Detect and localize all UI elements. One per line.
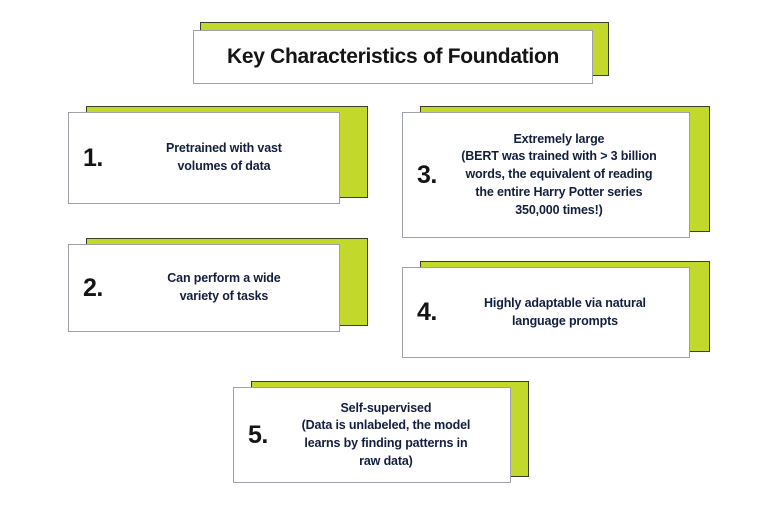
card-4-number: 4.	[417, 298, 437, 326]
card-3-panel: 3. Extremely large (BERT was trained wit…	[402, 112, 690, 238]
characteristic-card-4: 4. Highly adaptable via natural language…	[402, 261, 710, 359]
characteristic-card-5: 5. Self-supervised (Data is unlabeled, t…	[233, 381, 529, 484]
card-1-number: 1.	[83, 143, 103, 172]
characteristic-card-3: 3. Extremely large (BERT was trained wit…	[402, 106, 710, 239]
card-5-text: Self-supervised (Data is unlabeled, the …	[301, 400, 471, 468]
card-4-text: Highly adaptable via natural language pr…	[484, 295, 646, 328]
card-2-text: Can perform a wide variety of tasks	[167, 271, 281, 303]
card-3-number: 3.	[417, 160, 437, 189]
card-3-text: Extremely large (BERT was trained with >…	[461, 131, 657, 217]
card-1-text: Pretrained with vast volumes of data	[166, 141, 282, 173]
page-title: Key Characteristics of Foundation	[227, 45, 559, 68]
card-2-number: 2.	[83, 273, 103, 302]
card-1-panel: 1. Pretrained with vast volumes of data	[68, 112, 340, 204]
card-5-number: 5.	[248, 420, 268, 449]
card-2-panel: 2. Can perform a wide variety of tasks	[68, 244, 340, 332]
characteristic-card-1: 1. Pretrained with vast volumes of data	[68, 106, 368, 204]
title-card-panel: Key Characteristics of Foundation	[193, 30, 593, 84]
title-card: Key Characteristics of Foundation	[193, 22, 609, 84]
card-4-panel: 4. Highly adaptable via natural language…	[402, 267, 690, 358]
card-5-panel: 5. Self-supervised (Data is unlabeled, t…	[233, 387, 511, 483]
characteristic-card-2: 2. Can perform a wide variety of tasks	[68, 238, 368, 333]
